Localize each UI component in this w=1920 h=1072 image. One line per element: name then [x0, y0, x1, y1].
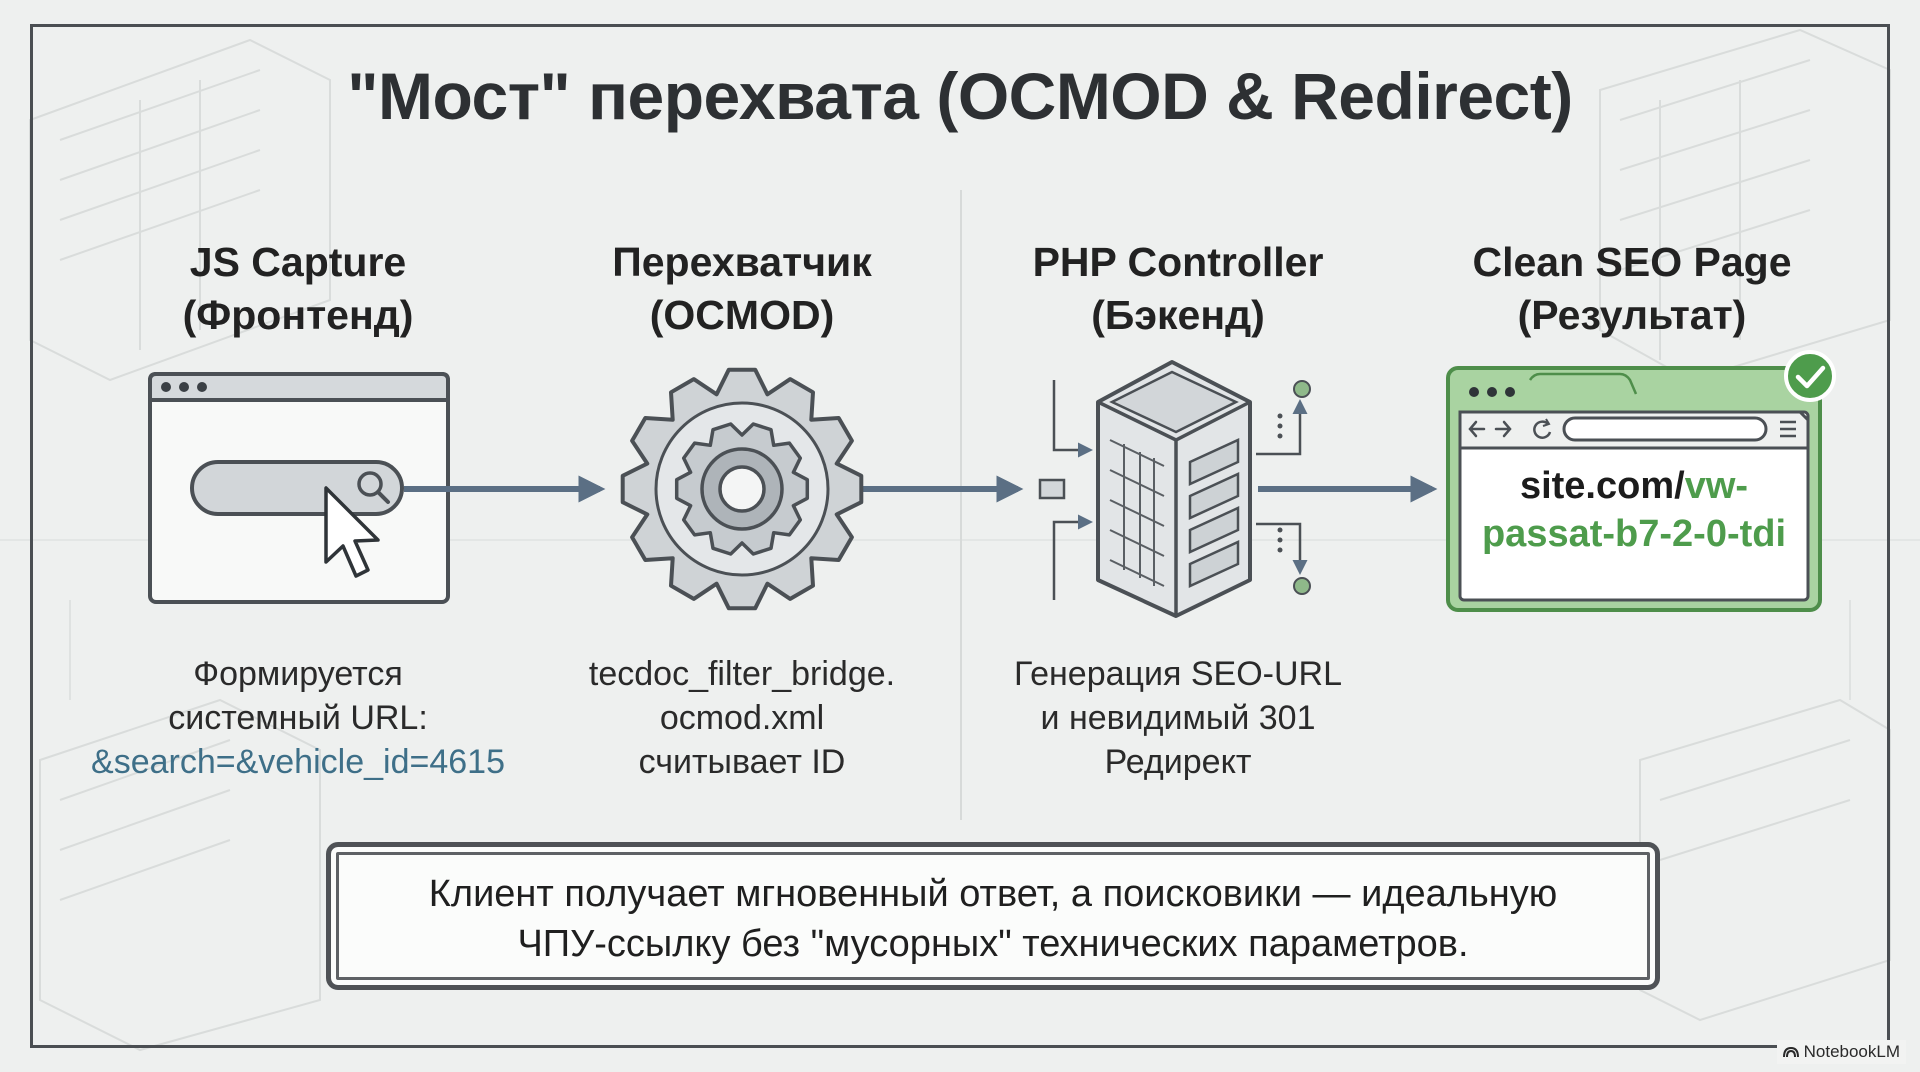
slide-frame [30, 24, 1890, 1048]
column-divider [960, 190, 962, 820]
slide-title: "Мост" перехвата (OCMOD & Redirect) [347, 59, 1573, 133]
step-1-description: Формируется системный URL: &search=&vehi… [68, 652, 528, 784]
cursor-icon [324, 486, 380, 578]
clean-seo-url: site.com/vw- passat-b7-2-0-tdi [1481, 465, 1787, 555]
checkmark-icon [1784, 350, 1836, 402]
server-icon [1038, 360, 1311, 618]
step-3-title: PHP Controller(Бэкенд) [1032, 239, 1324, 338]
step-2-title: Перехватчик(OCMOD) [612, 239, 872, 338]
banner-line-2: ЧПУ-ссылку без "мусорных" технических па… [517, 923, 1469, 965]
browser-search-icon [148, 372, 450, 604]
step-4-title: Clean SEO Page(Результат) [1472, 239, 1792, 338]
summary-banner: Клиент получает мгновенный ответ, а поис… [326, 842, 1660, 990]
step-3-description: Генерация SEO-URL и невидимый 301 Редире… [1013, 655, 1342, 781]
step-2-description: tecdoc_filter_bridge. ocmod.xml считывае… [588, 655, 896, 781]
gear-icon [620, 367, 864, 611]
step-1-title: JS Capture(Фронтенд) [182, 239, 414, 338]
system-url-code: &search=&vehicle_id=4615 [91, 743, 505, 781]
banner-line-1: Клиент получает мгновенный ответ, а поис… [428, 873, 1558, 915]
browser-result-icon [1446, 366, 1822, 612]
notebooklm-watermark: NotebookLM [1776, 1040, 1906, 1064]
notebooklm-logo-icon [1782, 1046, 1799, 1058]
